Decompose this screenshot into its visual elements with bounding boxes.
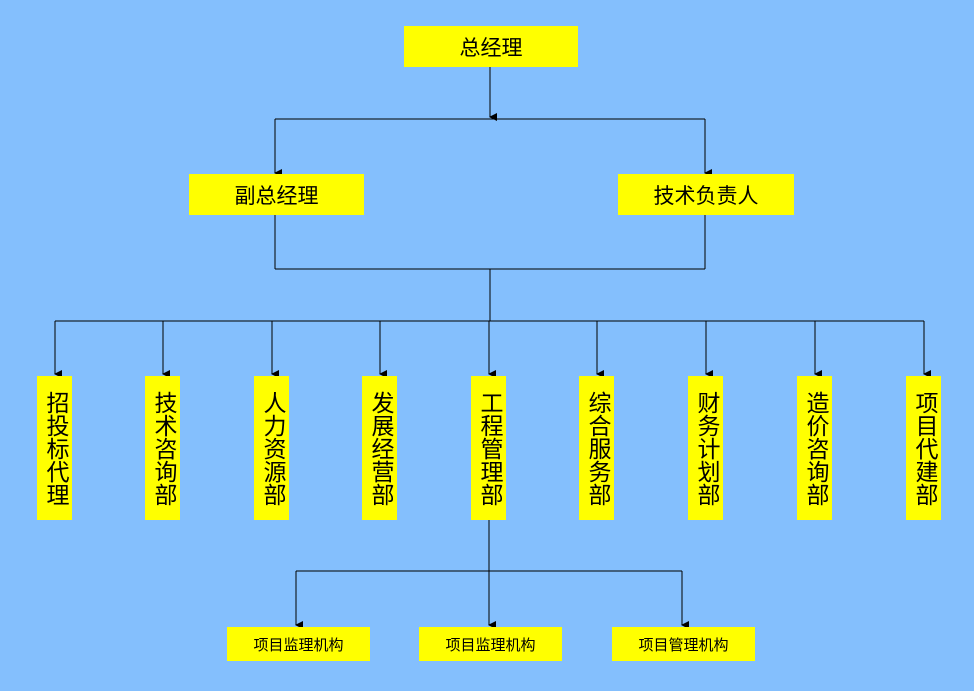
node-dept-project-construction-agency: 项目代建部 bbox=[906, 376, 941, 520]
node-sub-supervision-1: 项目监理机构 bbox=[227, 627, 370, 661]
node-dept-finance-planning: 财务计划部 bbox=[688, 376, 723, 520]
node-label: 技术咨询部 bbox=[150, 390, 176, 506]
node-label: 项目监理机构 bbox=[253, 635, 344, 654]
node-dept-business-development: 发展经营部 bbox=[362, 376, 397, 520]
node-dept-human-resources: 人力资源部 bbox=[254, 376, 289, 520]
node-label: 综合服务部 bbox=[584, 390, 610, 506]
node-sub-project-management: 项目管理机构 bbox=[612, 627, 755, 661]
node-technical-lead: 技术负责人 bbox=[618, 174, 794, 215]
node-label: 总经理 bbox=[459, 35, 523, 60]
node-dept-bidding-agency: 招投标代理 bbox=[37, 376, 72, 520]
node-label: 项目代建部 bbox=[911, 390, 937, 506]
node-label: 工程管理部 bbox=[476, 390, 502, 506]
node-label: 招投标代理 bbox=[42, 390, 68, 506]
node-dept-engineering-management: 工程管理部 bbox=[471, 376, 506, 520]
node-label: 造价咨询部 bbox=[802, 390, 828, 506]
node-general-manager: 总经理 bbox=[404, 26, 578, 67]
node-label: 项目管理机构 bbox=[638, 635, 729, 654]
node-label: 项目监理机构 bbox=[445, 635, 536, 654]
node-label: 人力资源部 bbox=[259, 390, 285, 506]
node-sub-supervision-2: 项目监理机构 bbox=[419, 627, 562, 661]
node-label: 财务计划部 bbox=[693, 390, 719, 506]
node-label: 发展经营部 bbox=[367, 390, 393, 506]
node-dept-general-services: 综合服务部 bbox=[579, 376, 614, 520]
node-dept-technical-consulting: 技术咨询部 bbox=[145, 376, 180, 520]
node-label: 副总经理 bbox=[234, 183, 319, 208]
node-dept-cost-consulting: 造价咨询部 bbox=[797, 376, 832, 520]
node-label: 技术负责人 bbox=[653, 183, 759, 208]
node-vice-general-manager: 副总经理 bbox=[189, 174, 364, 215]
